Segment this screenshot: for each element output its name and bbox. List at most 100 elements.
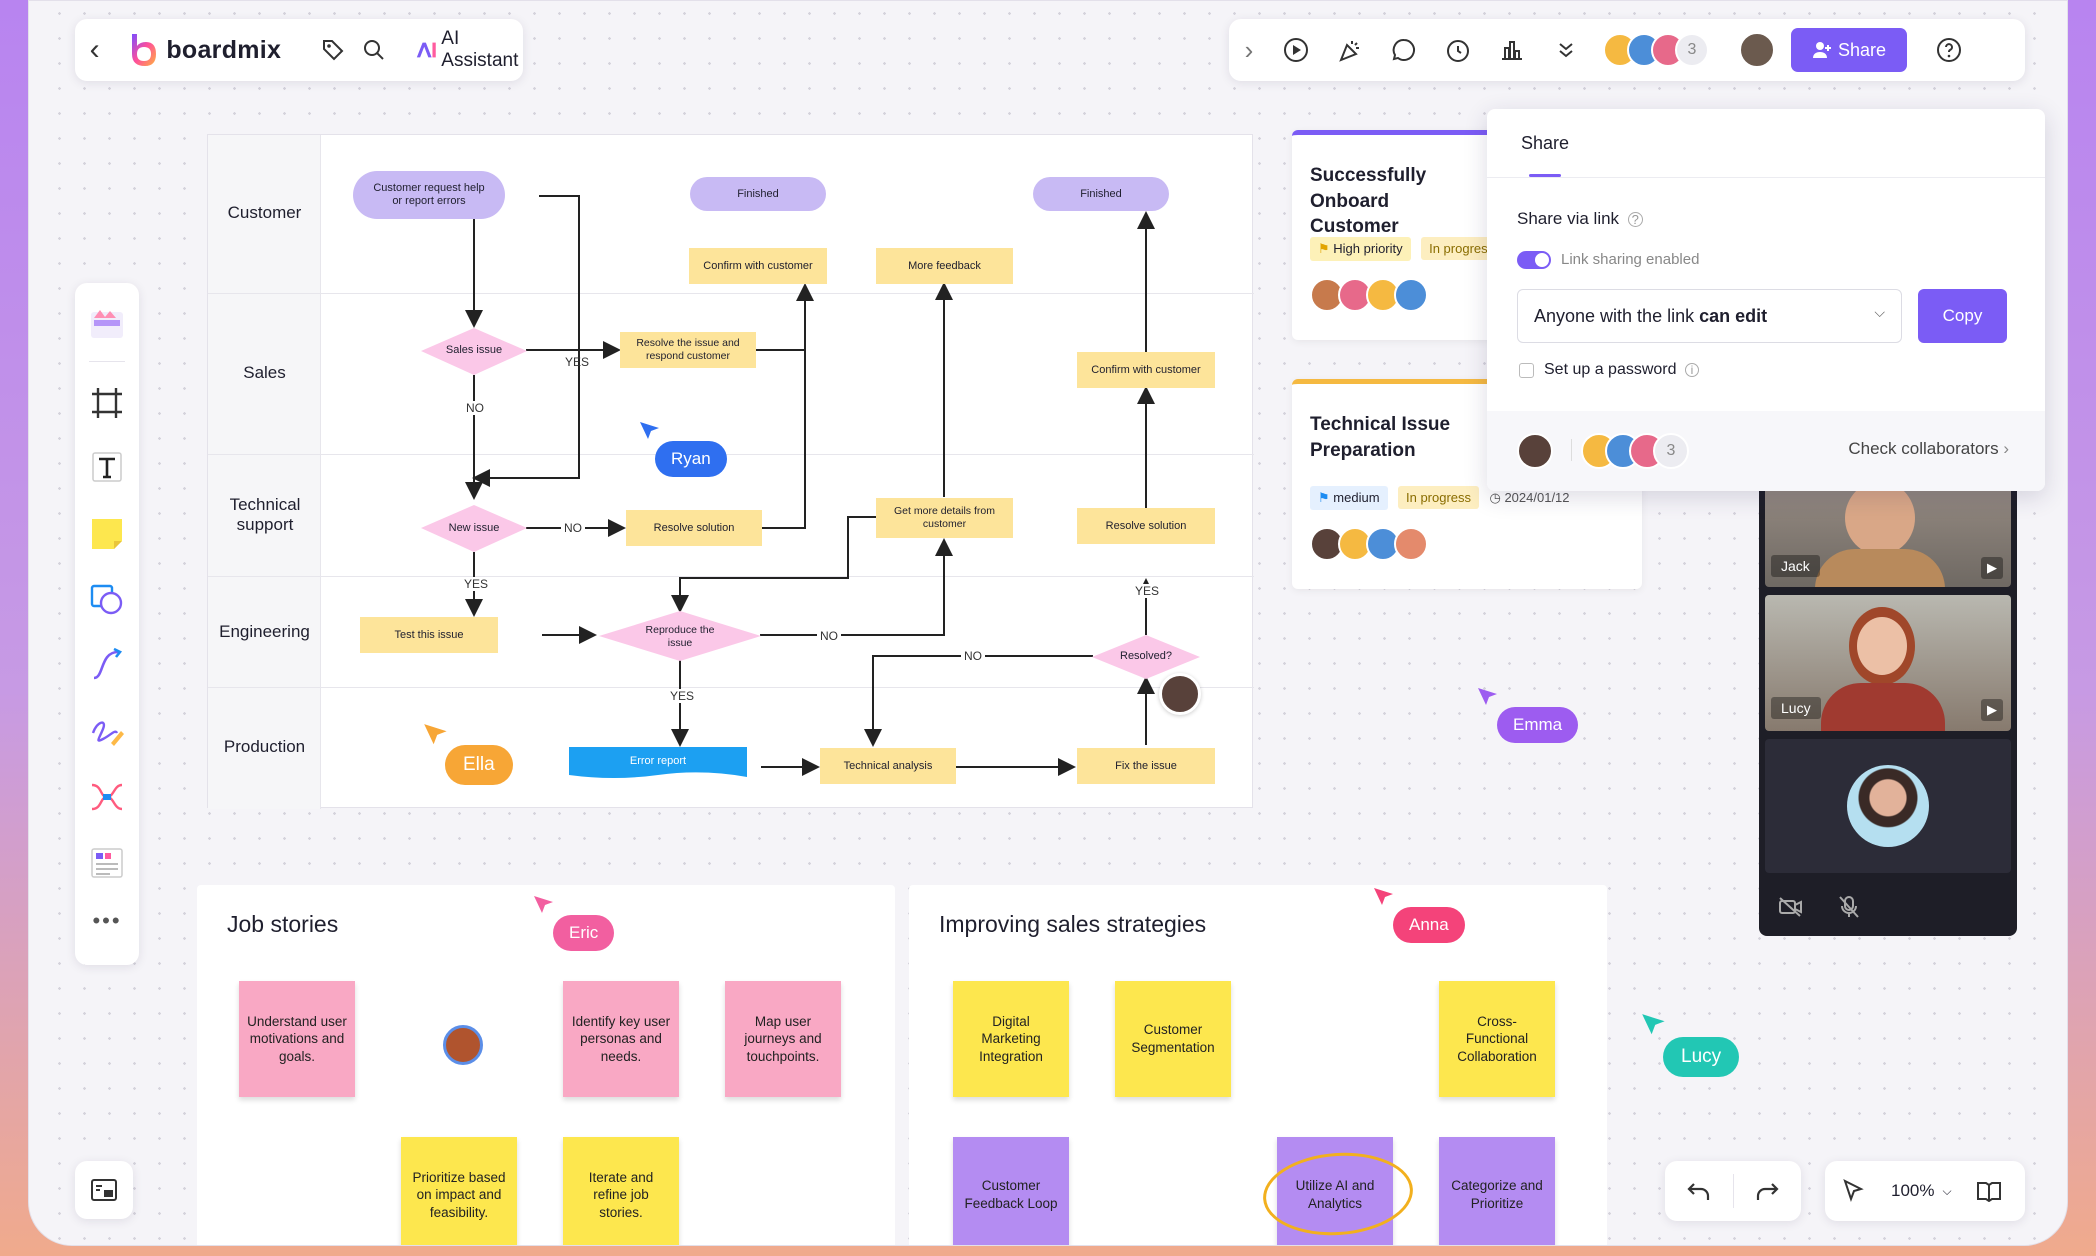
cursor-arrow-icon <box>1374 888 1393 905</box>
flow-node-resolve-solution-2[interactable]: Resolve solution <box>1077 508 1215 544</box>
flow-node-resolve-solution-1[interactable]: Resolve solution <box>626 510 762 546</box>
timer-icon[interactable] <box>1431 19 1485 81</box>
sticky-note[interactable]: Cross-Functional Collaboration <box>1439 981 1555 1097</box>
celebrate-icon[interactable] <box>1323 19 1377 81</box>
flow-diamond-new-issue[interactable] <box>421 505 527 552</box>
share-panel: Share Share via link ? Link sharing enab… <box>1487 109 2045 491</box>
camera-icon[interactable]: ▶ <box>1981 699 2003 721</box>
flow-node-confirm-1[interactable]: Confirm with customer <box>689 248 827 284</box>
back-icon[interactable]: ‹ <box>89 33 100 66</box>
link-sharing-toggle[interactable] <box>1517 251 1551 269</box>
sales-strategies-section[interactable]: Improving sales strategies Digital Marke… <box>909 885 1607 1245</box>
select-pointer-icon[interactable] <box>1825 1161 1881 1221</box>
zoom-select[interactable]: 100% ⌵ <box>1891 1181 1952 1201</box>
toggle-label: Link sharing enabled <box>1561 251 1700 268</box>
lane-label-technical-support: Technical support <box>229 495 301 535</box>
sticky-note[interactable]: Prioritize based on impact and feasibili… <box>401 1137 517 1245</box>
job-stories-section[interactable]: Job stories Understand user motivations … <box>197 885 895 1245</box>
frame-icon[interactable] <box>75 372 139 434</box>
logo-icon <box>132 34 157 66</box>
sticky-note-icon[interactable] <box>75 500 139 566</box>
connector-icon[interactable] <box>75 632 139 698</box>
flow-diamond-reproduce[interactable] <box>599 611 761 661</box>
video-tile-self[interactable] <box>1765 739 2011 873</box>
password-label: Set up a password i <box>1544 361 1699 379</box>
search-icon[interactable] <box>360 32 388 68</box>
current-user-avatar[interactable] <box>1739 32 1775 68</box>
templates-icon[interactable] <box>75 295 139 351</box>
edge-label-yes: YES <box>1133 584 1162 598</box>
swimlane-flowchart[interactable]: Customer Sales Technical support Enginee… <box>207 134 1254 809</box>
collaborators-footer: 3 Check collaborators › <box>1487 411 2045 491</box>
pen-icon[interactable] <box>75 698 139 764</box>
present-play-icon[interactable] <box>1269 19 1323 81</box>
flow-node-technical-analysis[interactable]: Technical analysis <box>820 748 956 784</box>
sticky-note[interactable]: Map user journeys and touchpoints. <box>725 981 841 1097</box>
flow-node-fix-issue[interactable]: Fix the issue <box>1077 748 1215 784</box>
flag-icon: ⚑ <box>1318 490 1330 505</box>
info-icon: ? <box>1627 212 1643 227</box>
chevron-right-icon: › <box>2003 439 2009 458</box>
tag-icon[interactable] <box>319 32 347 68</box>
sticky-note[interactable]: Customer Feedback Loop <box>953 1137 1069 1245</box>
flow-doc-error-report[interactable] <box>569 747 747 778</box>
vote-icon[interactable] <box>1485 19 1539 81</box>
flow-node-finished-2[interactable]: Finished <box>1033 177 1169 211</box>
edge-label-yes: YES <box>462 577 491 591</box>
minimap-icon[interactable] <box>75 1161 133 1219</box>
avatar <box>1159 673 1201 715</box>
text-icon[interactable] <box>75 434 139 500</box>
sticky-note[interactable]: Digital Marketing Integration <box>953 981 1069 1097</box>
shape-icon[interactable] <box>75 566 139 632</box>
sticky-note[interactable]: Categorize and Prioritize <box>1439 1137 1555 1245</box>
status-tag: In progress <box>1397 486 1480 509</box>
priority-tag: ⚑ High priority <box>1310 237 1411 261</box>
sticky-note[interactable]: Identify key user personas and needs. <box>563 981 679 1097</box>
zoom-level: 100% <box>1891 1181 1935 1200</box>
sticky-note[interactable]: Utilize AI and Analytics <box>1277 1137 1393 1245</box>
ai-assistant-button[interactable]: AI Assistant <box>416 28 523 72</box>
more-tools-chevron-icon[interactable] <box>1539 19 1593 81</box>
avatar-count: 3 <box>1675 33 1709 67</box>
mic-off-icon[interactable] <box>1831 889 1867 925</box>
camera-off-icon[interactable] <box>1773 889 1809 925</box>
collapse-chevron-icon[interactable]: › <box>1244 34 1254 65</box>
check-collaborators-link[interactable]: Check collaborators › <box>1848 439 2009 458</box>
chevron-down-icon: ⌵ <box>1874 304 1885 320</box>
password-checkbox[interactable] <box>1519 363 1534 378</box>
more-icon[interactable]: ••• <box>92 908 122 933</box>
status-tag: In progress <box>1421 237 1503 260</box>
flow-node-more-feedback[interactable]: More feedback <box>876 248 1013 284</box>
video-tile-lucy[interactable]: Lucy ▶ <box>1765 595 2011 731</box>
flow-node-resolve-respond[interactable]: Resolve the issue and respond customer <box>620 332 756 368</box>
board-frame: ‹ boardmix AI Assistant › <box>28 0 2068 1246</box>
sticky-note[interactable]: Iterate and refine job stories. <box>563 1137 679 1245</box>
comment-icon[interactable] <box>1377 19 1431 81</box>
flow-node-finished-1[interactable]: Finished <box>690 177 826 211</box>
flow-node-get-details[interactable]: Get more details from customer <box>876 498 1013 538</box>
boardmix-logo[interactable]: boardmix <box>128 32 281 68</box>
tab-share[interactable]: Share <box>1521 133 1570 153</box>
redo-icon[interactable] <box>1734 1161 1802 1221</box>
undo-icon[interactable] <box>1665 1161 1733 1221</box>
permission-select[interactable]: Anyone with the link can edit ⌵ <box>1517 289 1902 343</box>
flow-diamond-sales-issue[interactable] <box>421 328 527 375</box>
flow-node-start[interactable]: Customer request help or report errors <box>353 171 505 219</box>
copy-button[interactable]: Copy <box>1918 289 2007 343</box>
mindmap-icon[interactable] <box>75 764 139 830</box>
flow-diamond-resolved[interactable] <box>1092 635 1200 679</box>
cursor-label: Emma <box>1497 707 1579 743</box>
flow-node-confirm-2[interactable]: Confirm with customer <box>1077 352 1215 388</box>
collaborator-avatars[interactable]: 3 <box>1603 30 1733 70</box>
whiteboard-canvas[interactable]: ‹ boardmix AI Assistant › <box>47 1 2051 1245</box>
camera-icon[interactable]: ▶ <box>1981 557 2003 579</box>
flow-node-test-issue[interactable]: Test this issue <box>360 617 498 653</box>
book-guide-icon[interactable] <box>1964 1161 2014 1221</box>
top-left-toolbar: ‹ boardmix AI Assistant <box>75 19 523 81</box>
share-button[interactable]: Share <box>1791 28 1907 72</box>
table-icon[interactable] <box>75 830 139 896</box>
sticky-note[interactable]: Customer Segmentation <box>1115 981 1231 1097</box>
help-icon[interactable] <box>1929 19 1969 81</box>
sticky-note[interactable]: Understand user motivations and goals. <box>239 981 355 1097</box>
cursor-label: Eric <box>553 915 615 951</box>
